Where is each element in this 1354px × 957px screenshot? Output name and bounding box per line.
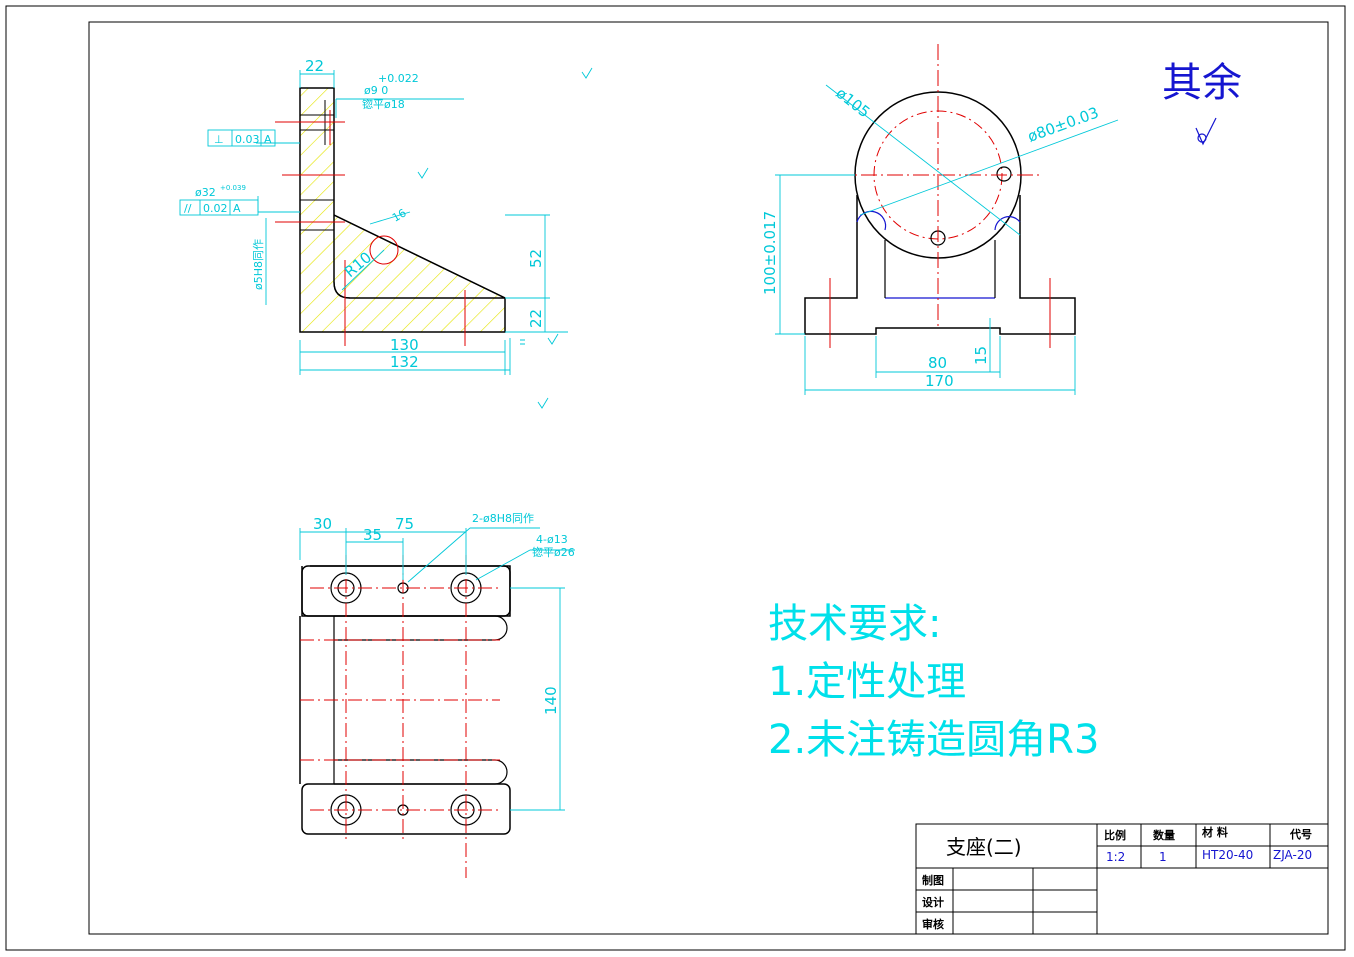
- side-view: [275, 87, 506, 346]
- title-row-review: 审核: [922, 917, 944, 931]
- dim-depth-140: 140: [542, 686, 560, 715]
- dim-pin-holes: 2-ø8H8同作: [472, 512, 534, 525]
- side-view-dims: [179, 70, 568, 375]
- roughness-marks: [417, 67, 593, 409]
- dim-height-52: 52: [527, 249, 545, 268]
- title-part-name: 支座(二): [946, 835, 1022, 859]
- title-hdr-code: 代号: [1289, 827, 1312, 841]
- dim-35: 35: [363, 526, 382, 544]
- outer-border: [5, 5, 1346, 951]
- title-row-draw: 制图: [922, 873, 944, 887]
- dim-hole: ø9 0: [364, 84, 388, 97]
- gdt-par-tol: 0.02: [203, 202, 228, 215]
- dim-hole-tol: +0.022: [378, 72, 419, 85]
- gdt-perp-symbol: ⊥: [214, 133, 224, 146]
- dim-rib: 16: [390, 206, 409, 224]
- gdt-perp-tol: 0.03: [235, 133, 260, 146]
- gdt-par-datum: A: [233, 202, 241, 215]
- title-row-design: 设计: [922, 895, 944, 909]
- dim-75: 75: [395, 515, 414, 533]
- title-val-material: HT20-40: [1202, 848, 1253, 862]
- top-view-dim-text: 30 35 75 2-ø8H8同作 4-ø13 锪平ø26 140: [313, 512, 575, 715]
- title-hdr-scale: 比例: [1104, 828, 1126, 842]
- dim-bolt-spot: 锪平ø26: [532, 546, 575, 559]
- dim-bore-tol: +0.039: [220, 184, 246, 192]
- title-val-code: ZJA-20: [1273, 848, 1312, 862]
- dim-top-width: 22: [305, 57, 324, 75]
- side-section-hatch: [300, 88, 505, 332]
- dim-pcd: ø80±0.03: [1025, 103, 1101, 145]
- tech-req-item-1: 1.定性处理: [768, 659, 966, 705]
- inner-border: [88, 21, 1329, 935]
- surface-finish-label: 其余: [1162, 60, 1242, 106]
- gdt-par-symbol: //: [184, 202, 192, 215]
- dim-len-130: 130: [390, 336, 419, 354]
- top-view: [299, 555, 511, 878]
- dim-slot-width: 80: [928, 354, 947, 372]
- dim-len-132: 132: [390, 353, 419, 371]
- tech-req-item-2: 2.未注铸造圆角R3: [768, 717, 1099, 763]
- title-val-scale: 1:2: [1106, 850, 1125, 864]
- gdt-perp-datum: A: [264, 133, 272, 146]
- dim-counterbore: 锪平ø18: [362, 98, 405, 111]
- front-view-dims: [775, 84, 1119, 395]
- title-hdr-material: 材 料: [1202, 825, 1228, 839]
- top-view-dims: [299, 527, 575, 811]
- title-block: [915, 823, 1329, 935]
- surface-roughness-icon: [1195, 117, 1217, 146]
- title-hdr-quantity: 数量: [1153, 828, 1175, 842]
- dim-base-width: 170: [925, 372, 954, 390]
- dim-bore: ø32: [195, 186, 216, 199]
- title-val-quantity: 1: [1159, 850, 1167, 864]
- dim-30: 30: [313, 515, 332, 533]
- dim-slot-height: 15: [972, 346, 990, 365]
- dim-pin: ø5H8同作: [252, 239, 265, 290]
- dim-center-height: 100±0.017: [761, 211, 779, 295]
- dim-bolt-holes: 4-ø13: [536, 533, 568, 546]
- tech-req-heading: 技术要求:: [768, 601, 941, 647]
- dim-outer-dia: ø105: [833, 84, 874, 121]
- dim-height-22: 22: [527, 309, 545, 328]
